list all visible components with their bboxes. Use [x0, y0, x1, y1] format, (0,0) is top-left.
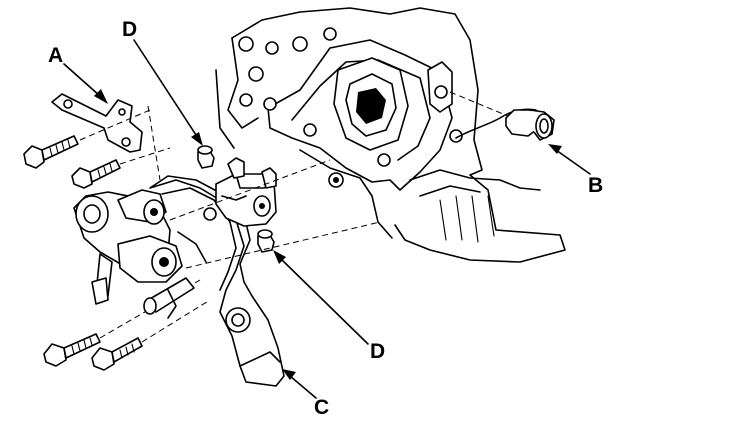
bolt-lower-left-1 — [43, 333, 101, 367]
bolt-upper-left — [23, 135, 79, 169]
plug-b — [449, 91, 555, 141]
leader-lines — [63, 39, 591, 399]
alignment-line — [141, 299, 211, 343]
alignment-line — [119, 147, 171, 165]
callout-label-c: C — [314, 396, 329, 419]
alignment-line — [185, 221, 381, 269]
switch-block — [215, 157, 277, 227]
dowel-pin-upper — [197, 145, 215, 169]
transmission-housing — [215, 7, 566, 263]
dowel-pin-lower — [257, 229, 275, 253]
bolt-lower-left-2 — [91, 337, 143, 371]
alignment-line — [147, 105, 161, 181]
alignment-line — [79, 109, 151, 141]
callout-label-a: A — [48, 44, 63, 67]
bolt-middle-left — [71, 159, 121, 189]
alignment-line — [169, 159, 331, 221]
bracket-a — [51, 93, 143, 153]
callout-label-b: B — [588, 174, 603, 197]
actuator-assembly — [73, 189, 195, 319]
callout-label-d-bottom: D — [370, 340, 385, 363]
callout-label-d-top: D — [122, 18, 137, 41]
